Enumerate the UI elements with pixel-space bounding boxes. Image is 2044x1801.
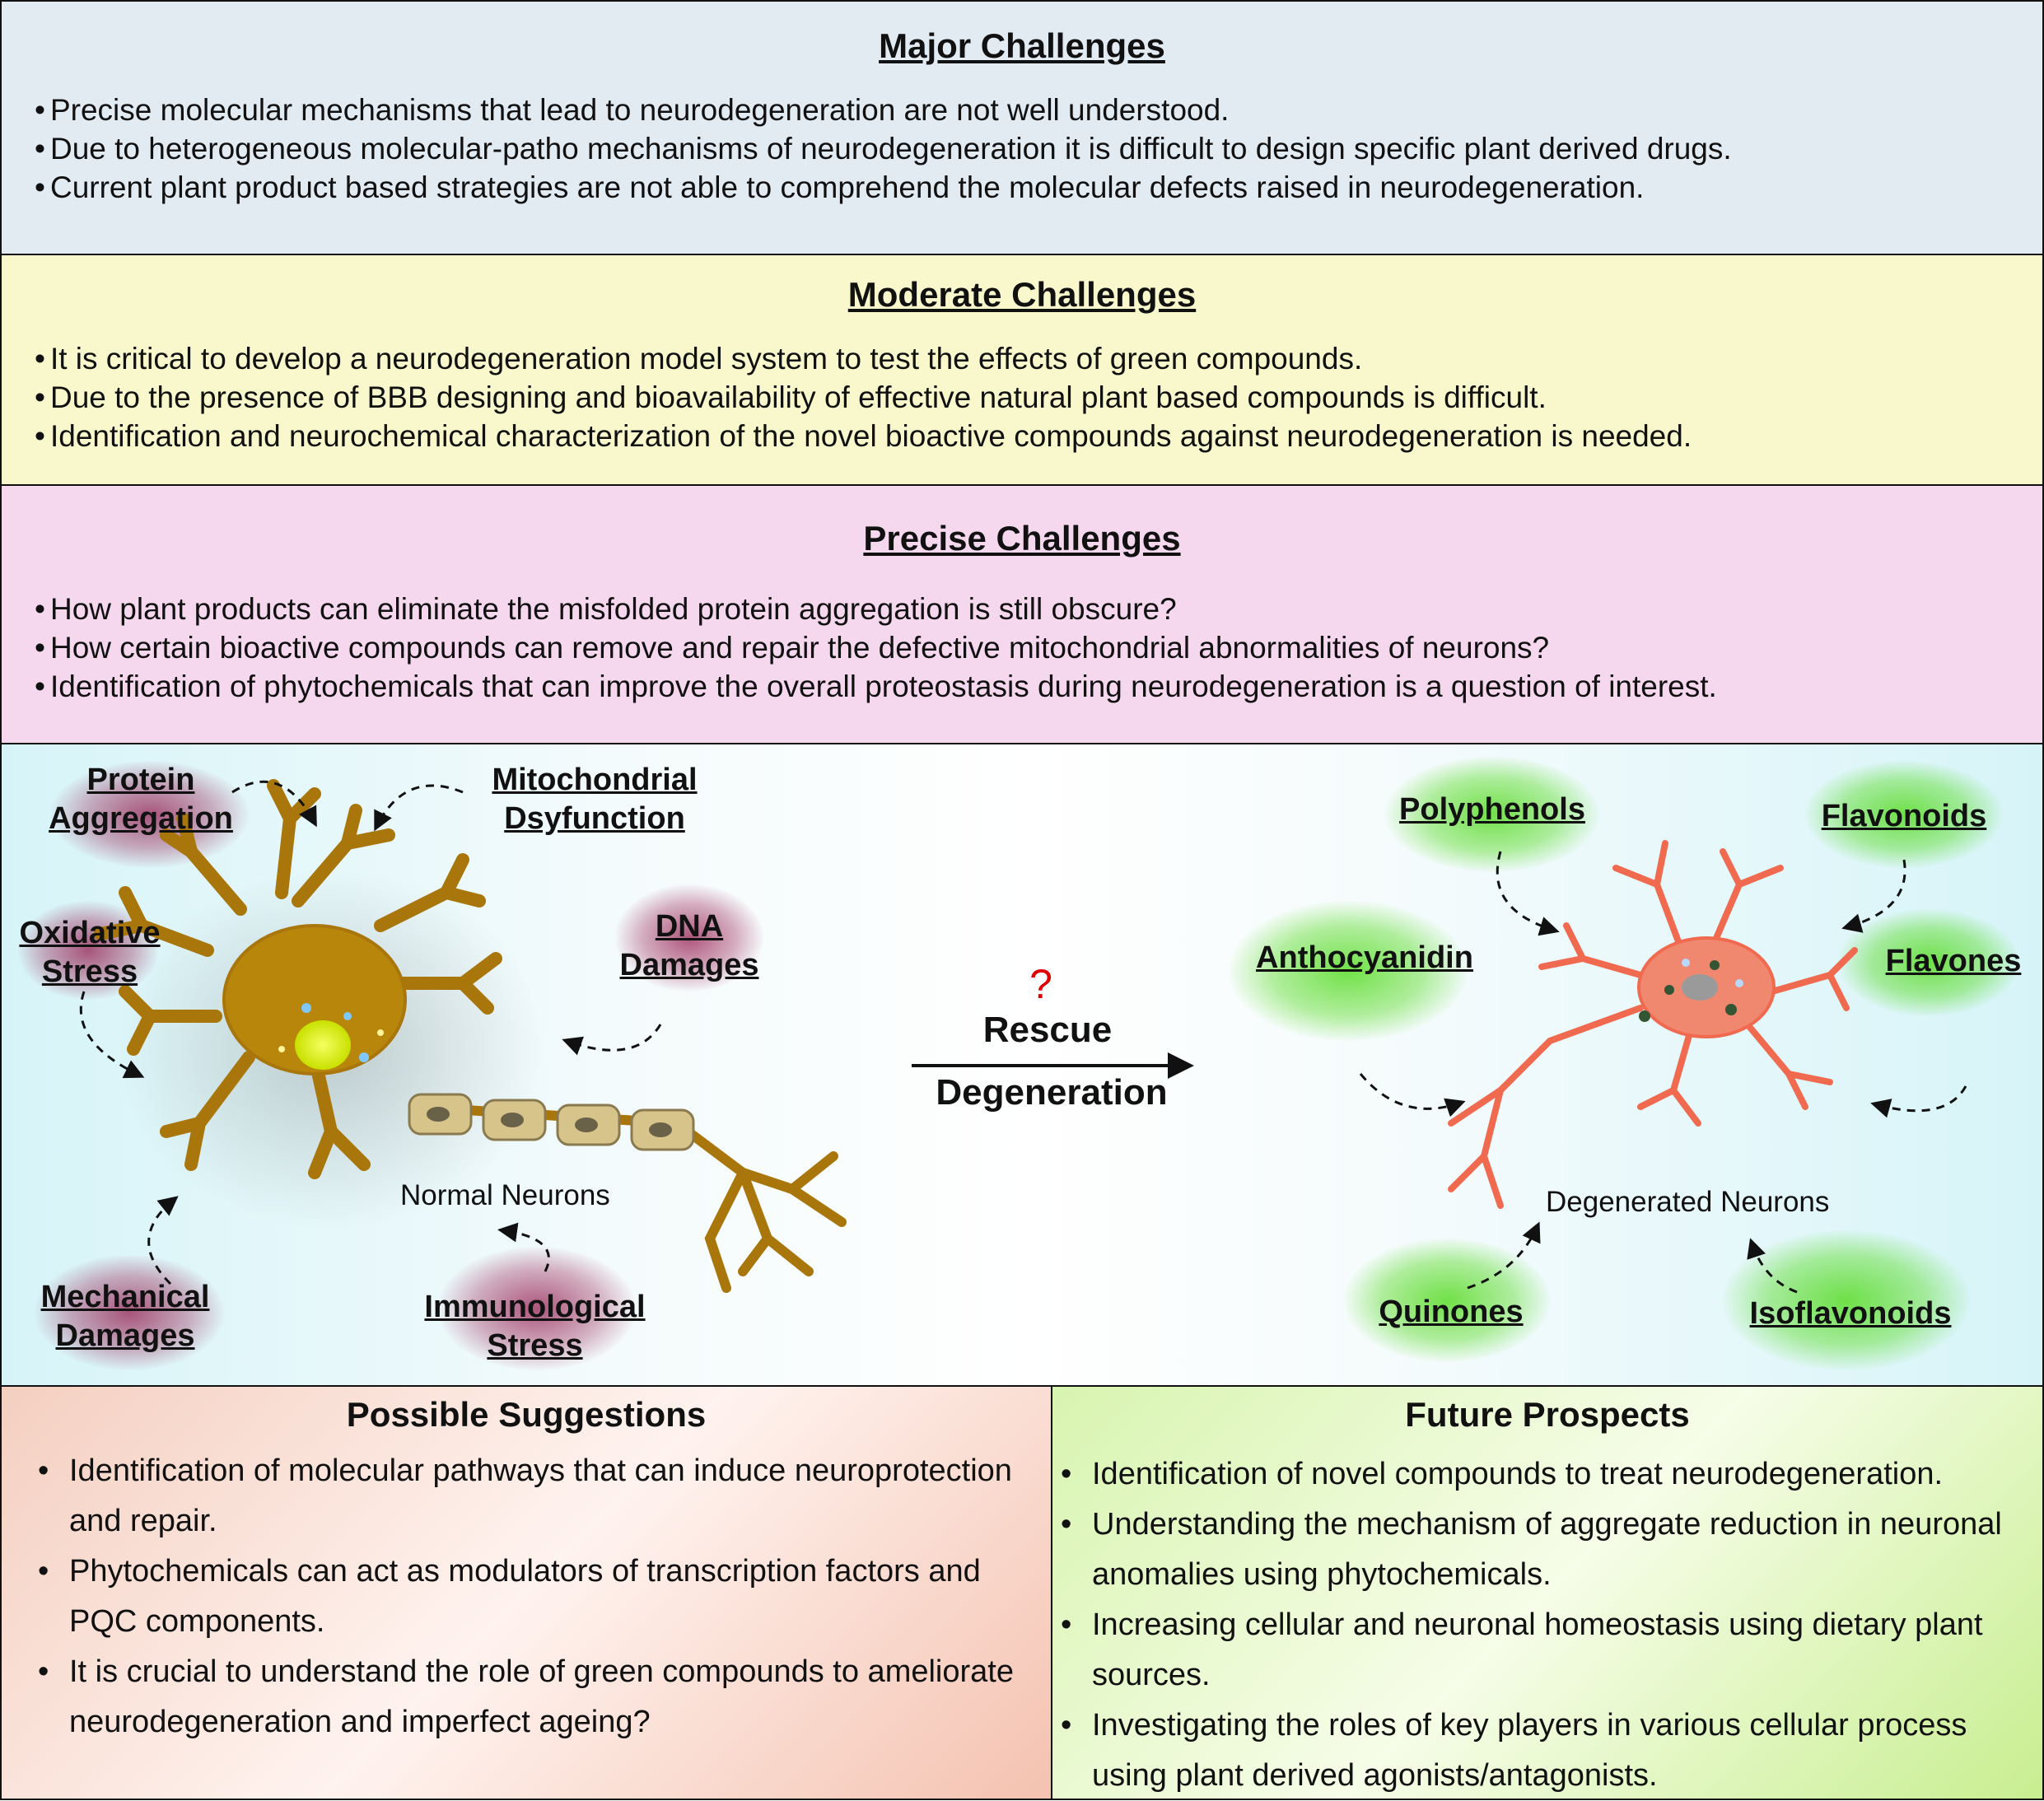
list-item: Due to heterogeneous molecular-patho mec… xyxy=(35,129,2026,168)
degenerated-neurons-label: Degenerated Neurons xyxy=(1546,1186,1830,1218)
list-item: Identification of phytochemicals that ca… xyxy=(35,667,2026,706)
list-item: Identification of molecular pathways tha… xyxy=(38,1446,1026,1547)
label-flavones: Flavones xyxy=(1885,944,2022,978)
protein-aggregation-glow xyxy=(51,761,249,868)
precise-challenges-list: How plant products can eliminate the mis… xyxy=(35,590,2026,706)
major-challenges-panel: Major Challenges Precise molecular mecha… xyxy=(0,0,2044,255)
question-mark: ? xyxy=(1029,961,1052,1007)
flavonoids-glow xyxy=(1805,761,2003,868)
list-item: Phytochemicals can act as modulators of … xyxy=(38,1547,1026,1647)
major-challenges-title: Major Challenges xyxy=(879,26,1165,65)
normal-neurons-label: Normal Neurons xyxy=(400,1179,610,1211)
possible-suggestions-panel: Possible Suggestions Identification of m… xyxy=(0,1385,1052,1800)
quinones-glow xyxy=(1344,1239,1550,1362)
list-item: Investigating the roles of key players i… xyxy=(1061,1701,2041,1801)
list-item: Identification of novel compounds to tre… xyxy=(1061,1449,2041,1500)
list-item: Identification and neurochemical charact… xyxy=(35,417,2026,455)
precise-challenges-title: Precise Challenges xyxy=(863,519,1181,558)
moderate-challenges-title: Moderate Challenges xyxy=(847,275,1197,314)
label-isoflavonoids: Isoflavonoids xyxy=(1749,1296,1952,1331)
list-item: Due to the presence of BBB designing and… xyxy=(35,378,2026,417)
label-flavonoids: Flavonoids xyxy=(1821,799,1987,833)
precise-challenges-panel: Precise Challenges How plant products ca… xyxy=(0,484,2044,744)
mechanical-damages-glow xyxy=(35,1255,224,1370)
list-item: Current plant product based strategies a… xyxy=(35,168,2026,207)
list-item: Understanding the mechanism of aggregate… xyxy=(1061,1500,2041,1600)
label-polyphenols: Polyphenols xyxy=(1399,792,1585,827)
list-item: How certain bioactive compounds can remo… xyxy=(35,628,2026,667)
anthocyanidin-glow xyxy=(1229,901,1468,1041)
flavones-glow xyxy=(1838,909,2019,1016)
rescue-label: Rescue xyxy=(982,1010,1113,1050)
list-item: It is critical to develop a neurodegener… xyxy=(35,339,2026,378)
possible-suggestions-list: Identification of molecular pathways tha… xyxy=(38,1446,1026,1747)
future-prospects-panel: Future Prospects Identification of novel… xyxy=(1051,1385,2044,1800)
polyphenols-glow xyxy=(1385,757,1599,872)
label-quinones: Quinones xyxy=(1379,1295,1524,1329)
moderate-challenges-panel: Moderate Challenges It is critical to de… xyxy=(0,254,2044,486)
list-item: Increasing cellular and neuronal homeost… xyxy=(1061,1600,2041,1701)
moderate-challenges-list: It is critical to develop a neurodegener… xyxy=(35,339,2026,455)
immunological-stress-glow xyxy=(438,1247,636,1370)
list-item: It is crucial to understand the role of … xyxy=(38,1647,1026,1747)
normal-neuron xyxy=(94,779,847,1293)
list-item: How plant products can eliminate the mis… xyxy=(35,590,2026,628)
dna-damages-glow xyxy=(615,884,763,991)
future-prospects-list: Identification of novel compounds to tre… xyxy=(1061,1449,2041,1801)
degeneration-label: Degeneration xyxy=(936,1072,1168,1113)
label-anthocyanidin: Anthocyanidin xyxy=(1256,940,1473,975)
future-prospects-title: Future Prospects xyxy=(1405,1395,1690,1434)
neuron-illustration xyxy=(79,779,1967,1294)
degenerated-neuron xyxy=(1448,840,1858,1209)
list-item: Precise molecular mechanisms that lead t… xyxy=(35,91,2026,129)
major-challenges-list: Precise molecular mechanisms that lead t… xyxy=(35,91,2026,207)
possible-suggestions-title: Possible Suggestions xyxy=(346,1395,707,1434)
